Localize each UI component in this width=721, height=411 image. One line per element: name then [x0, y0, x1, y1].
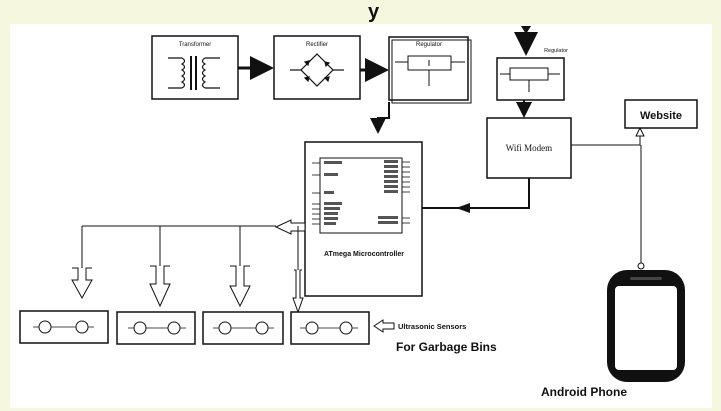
micro-pin-right: [402, 161, 410, 224]
transformer-icon: [168, 56, 220, 90]
sensor-bin-1: [19, 310, 109, 344]
hollow-arrow-sensors-label: [373, 319, 395, 333]
phone-speaker: [630, 277, 662, 280]
bins-label: For Garbage Bins: [396, 340, 497, 354]
link-modem-micro: [456, 178, 530, 209]
android-phone: [607, 270, 685, 382]
power-input-arrowhead: [521, 26, 531, 34]
garbage-bins: [19, 310, 370, 345]
microcontroller-block: ATmega Microcontroller: [304, 141, 423, 297]
wifi-modem-block: Wifi Modem: [486, 117, 572, 179]
regulator-wifi-label: Regulator: [544, 48, 568, 54]
bin-drop-arrows: [71, 226, 304, 314]
phone-screen: [615, 286, 677, 370]
sensor-bin-2: [116, 311, 196, 345]
arrow-modem-micro: [456, 203, 470, 213]
sensor-bin-3: [202, 311, 284, 345]
header-fragment: y: [368, 1, 380, 23]
transformer-label: Transformer: [179, 42, 211, 48]
microcontroller-label: ATmega Microcontroller: [324, 251, 404, 258]
link-phone-dot: [637, 262, 645, 270]
rectifier-label: Rectifier: [306, 42, 328, 48]
regulator-wifi-block: Regulator: [496, 26, 568, 101]
regulator-wifi-chip-icon: [500, 67, 560, 92]
regulator-chip-icon: [395, 55, 465, 86]
arrow-regulator-micro: [370, 102, 390, 134]
micro-pin-marks: [324, 160, 398, 225]
bridge-rectifier-icon: [290, 53, 344, 87]
transformer-block: Transformer: [151, 35, 239, 100]
sensor-bin-4: [290, 311, 370, 345]
website-block: Website: [624, 99, 698, 129]
micro-pin-left: [312, 162, 320, 225]
regulator-main-block: Regulator: [388, 36, 472, 104]
website-label: Website: [640, 110, 682, 122]
regulator-main-label: Regulator: [416, 42, 442, 48]
rectifier-block: Rectifier: [273, 35, 361, 100]
arrow-up-website: [635, 126, 645, 137]
wifi-modem-label: Wifi Modem: [506, 143, 552, 153]
android-phone-label: Android Phone: [541, 385, 627, 399]
sensors-label: Ultrasonic Sensors: [398, 322, 466, 331]
